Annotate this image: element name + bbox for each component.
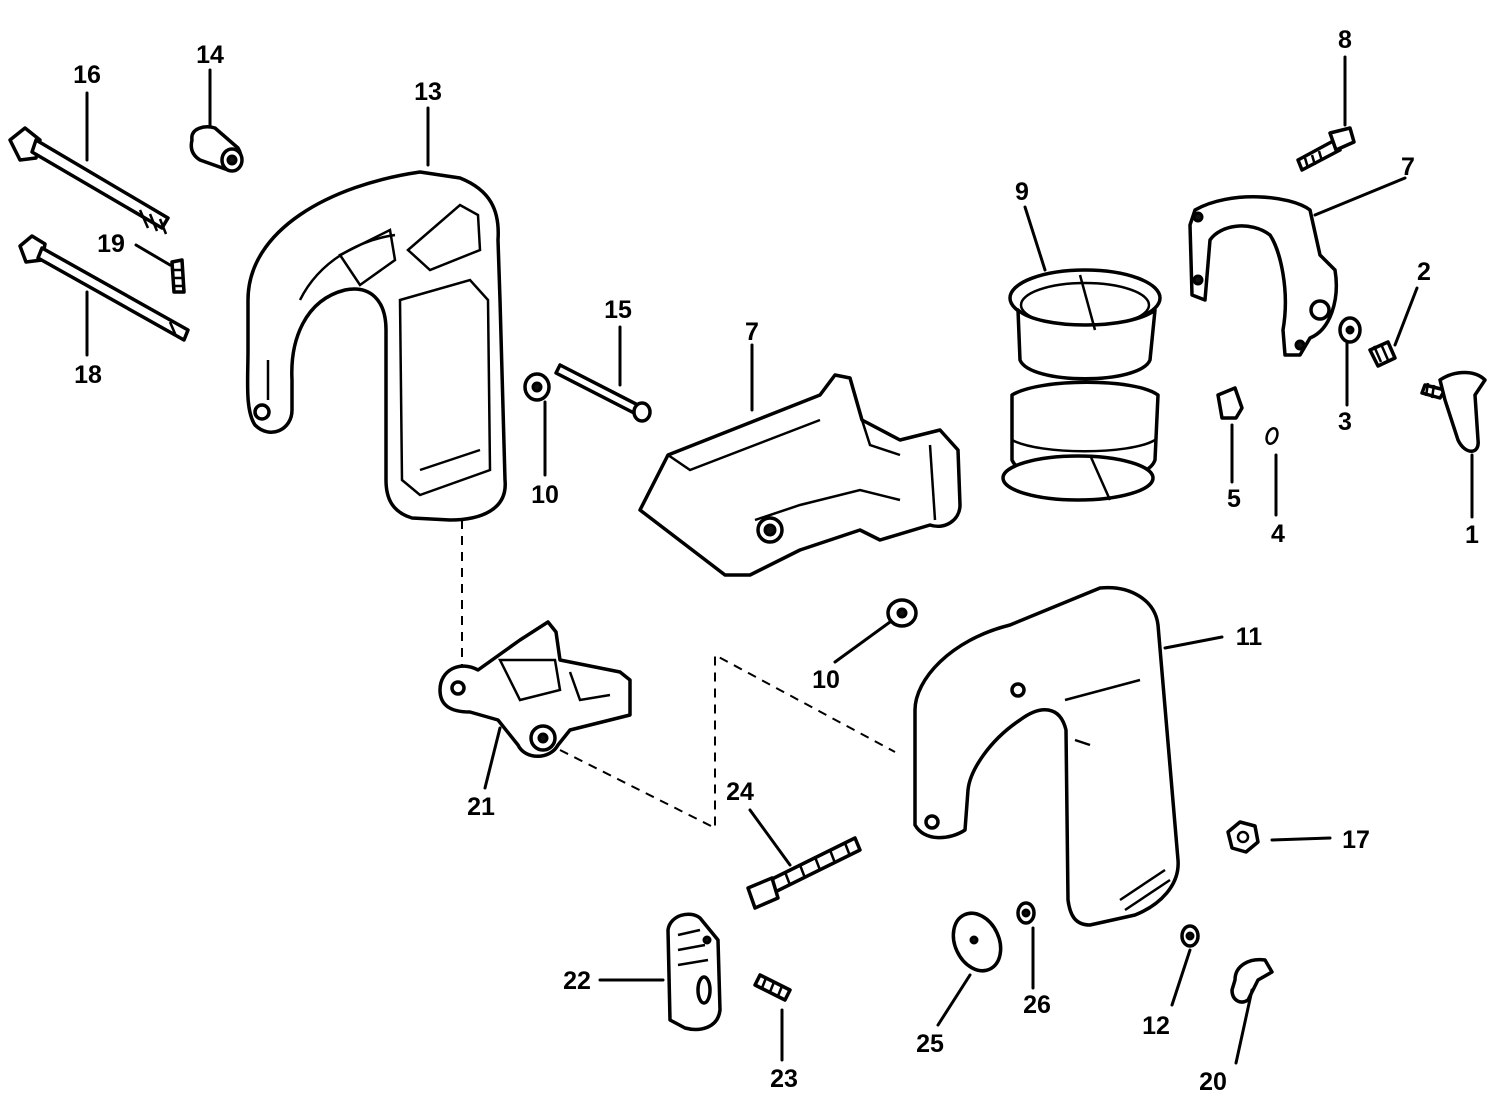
- label-23: 23: [770, 1065, 798, 1093]
- bolt-16: [8, 126, 170, 235]
- label-14: 14: [196, 41, 224, 69]
- label-11: 11: [1236, 623, 1263, 651]
- label-9: 9: [1015, 178, 1029, 206]
- label-4: 4: [1271, 520, 1285, 548]
- label-1: 1: [1465, 521, 1479, 549]
- clamp-7: [1188, 195, 1338, 357]
- label-16: 16: [73, 61, 101, 89]
- label-17: 17: [1342, 826, 1370, 854]
- label-22: 22: [563, 967, 591, 995]
- label-19: 19: [97, 230, 125, 258]
- disc-25: [951, 911, 1003, 973]
- leader-lines: [85, 55, 1474, 1065]
- bolt-18: [18, 234, 190, 342]
- screw-23: [753, 973, 792, 1002]
- label-18: 18: [74, 361, 102, 389]
- ring-4: [1265, 427, 1279, 445]
- label-21: 21: [467, 793, 495, 821]
- label-12: 12: [1142, 1012, 1170, 1040]
- hex-nut-17: [1226, 820, 1260, 854]
- plug-14: [189, 125, 244, 173]
- plate-22: [666, 912, 722, 1032]
- bushing-9: [1001, 268, 1162, 502]
- wing-nut-20: [1230, 957, 1274, 1004]
- washer-10b: [886, 598, 918, 628]
- alignment-lines: [461, 520, 896, 830]
- nut-12: [1180, 924, 1200, 948]
- screw-8: [1296, 126, 1356, 172]
- label-5: 5: [1227, 485, 1241, 513]
- label-26: 26: [1023, 991, 1051, 1019]
- screw-24: [746, 836, 862, 910]
- screw-19: [170, 258, 186, 294]
- label-10-lower: 10: [812, 666, 840, 694]
- label-8: 8: [1338, 26, 1352, 54]
- label-15: 15: [604, 296, 632, 324]
- label-3: 3: [1338, 408, 1352, 436]
- spring-2: [1368, 340, 1397, 368]
- housing-7: [638, 373, 962, 577]
- nut-26: [1016, 901, 1036, 925]
- pin-15: [554, 363, 652, 423]
- bracket-11: [913, 585, 1180, 927]
- washer-10a: [523, 372, 551, 402]
- bracket-13: [245, 170, 507, 522]
- label-7-upper: 7: [1401, 153, 1415, 181]
- label-2: 2: [1417, 258, 1431, 286]
- label-24: 24: [726, 778, 754, 806]
- key-5: [1216, 386, 1244, 420]
- label-13: 13: [414, 78, 442, 106]
- washer-3: [1338, 316, 1362, 344]
- knob-1: [1420, 370, 1487, 453]
- link-21: [438, 620, 632, 758]
- label-20: 20: [1199, 1068, 1227, 1096]
- part-labels: 1 2 3 4 5 7 7 8 9 10 10 11 12 13 14 15 1…: [73, 26, 1479, 1096]
- label-7-center: 7: [745, 318, 759, 346]
- label-10-upper: 10: [531, 481, 559, 509]
- label-25: 25: [916, 1030, 944, 1058]
